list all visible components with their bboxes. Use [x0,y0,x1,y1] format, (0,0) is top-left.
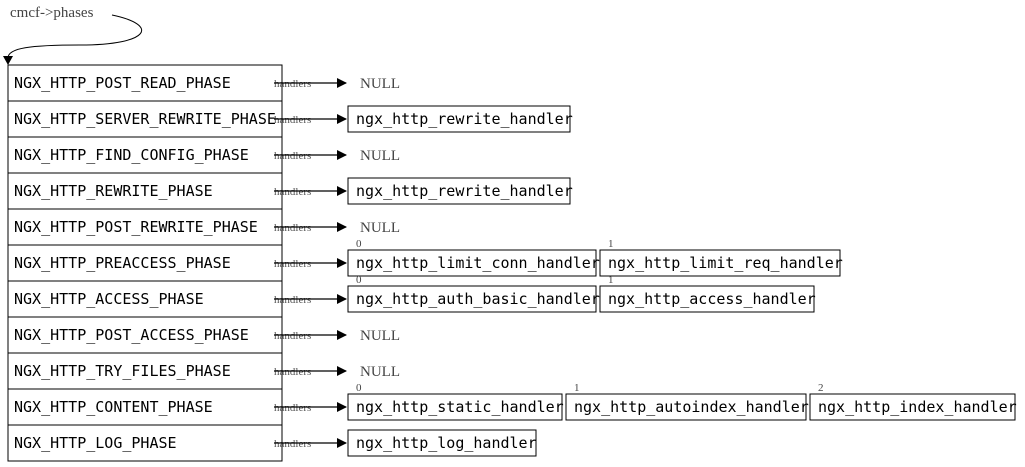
title-pointer-curve [7,14,143,59]
handlers-label: handlers [274,294,311,306]
null-label: NULL [360,220,400,236]
title-pointer-arrowhead [3,56,13,65]
null-label: NULL [360,76,400,92]
handler-box [599,249,841,277]
handlers-label: handlers [274,150,311,162]
handlers-label: handlers [274,402,311,414]
phase-name: NGX_HTTP_CONTENT_PHASE [14,398,213,416]
handler-box [599,285,815,313]
handler-name: ngx_http_log_handler [356,434,537,452]
handler-index: 1 [608,274,614,286]
phase-name: NGX_HTTP_PREACCESS_PHASE [14,254,231,272]
phase-name: NGX_HTTP_LOG_PHASE [14,434,177,452]
phase-name: NGX_HTTP_POST_ACCESS_PHASE [14,326,249,344]
null-label: NULL [360,328,400,344]
handler-index: 0 [356,274,362,286]
handlers-label: handlers [274,222,311,234]
handler-box [347,393,563,421]
handler-index: 1 [574,382,580,394]
handlers-label: handlers [274,258,311,270]
handlers-label: handlers [274,438,311,450]
phase-row [7,424,283,462]
diagram-title: cmcf->phases [10,5,94,21]
handler-box [347,105,571,133]
handlers-label: handlers [274,186,311,198]
phase-row [7,280,283,318]
handler-name: ngx_http_index_handler [818,398,1017,416]
handler-name: ngx_http_static_handler [356,398,564,416]
phase-row [7,136,283,174]
phase-row [7,100,283,138]
phase-name: NGX_HTTP_TRY_FILES_PHASE [14,362,231,380]
handler-name: ngx_http_autoindex_handler [574,398,809,416]
handler-index: 1 [608,238,614,250]
phase-name: NGX_HTTP_FIND_CONFIG_PHASE [14,146,249,164]
handler-box [347,177,571,205]
handler-box [809,393,1016,421]
handler-box [347,429,537,457]
phase-name: NGX_HTTP_REWRITE_PHASE [14,182,213,200]
handlers-label: handlers [274,330,311,342]
null-label: NULL [360,364,400,380]
handler-index: 0 [356,382,362,394]
handlers-label: handlers [274,78,311,90]
handler-name: ngx_http_rewrite_handler [356,110,573,128]
handler-name: ngx_http_limit_req_handler [608,254,843,272]
phase-row [7,316,283,354]
phase-row [7,352,283,390]
handler-index: 2 [818,382,824,394]
handler-box [347,285,597,313]
handler-box [347,249,597,277]
null-label: NULL [360,148,400,164]
handler-name: ngx_http_limit_conn_handler [356,254,600,272]
phase-name: NGX_HTTP_POST_READ_PHASE [14,74,231,92]
handlers-label: handlers [274,366,311,378]
handler-name: ngx_http_rewrite_handler [356,182,573,200]
phase-name: NGX_HTTP_SERVER_REWRITE_PHASE [14,110,276,128]
handler-name: ngx_http_auth_basic_handler [356,290,600,308]
handlers-label: handlers [274,114,311,126]
handler-box [565,393,807,421]
handler-name: ngx_http_access_handler [608,290,816,308]
phase-row [7,388,283,426]
phase-row [7,64,283,102]
phase-name: NGX_HTTP_ACCESS_PHASE [14,290,204,308]
handler-index: 0 [356,238,362,250]
phase-name: NGX_HTTP_POST_REWRITE_PHASE [14,218,258,236]
